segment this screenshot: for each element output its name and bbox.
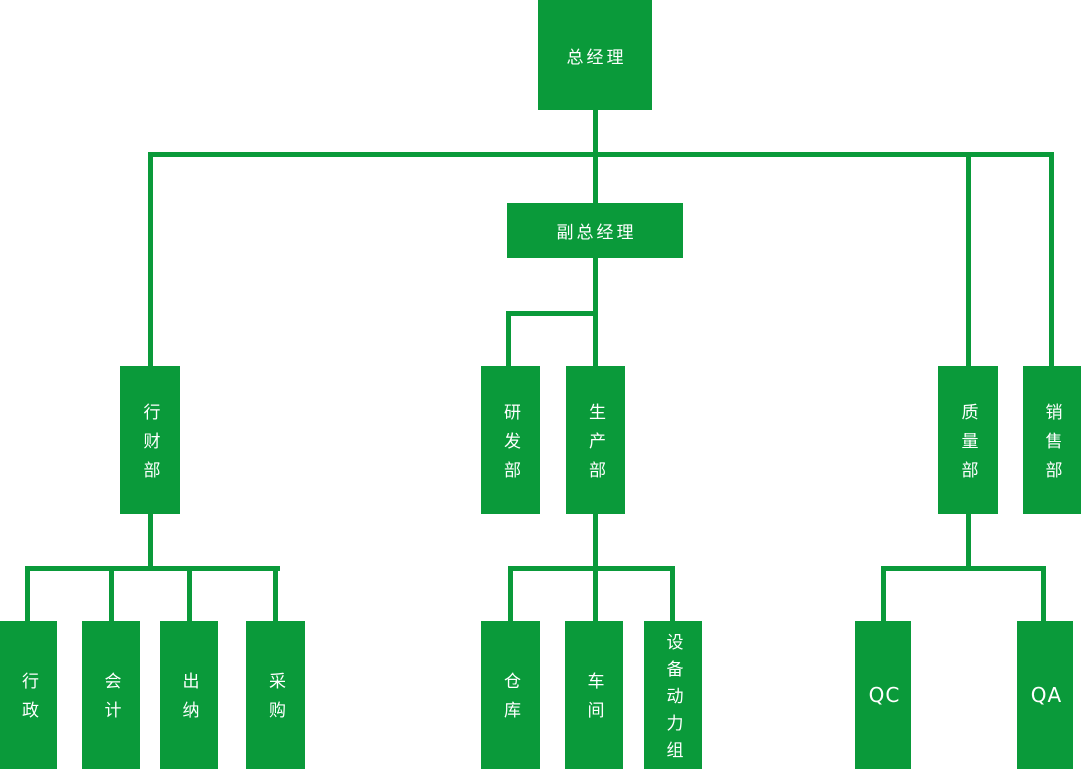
node-rd-dept: 研发部 bbox=[481, 366, 540, 514]
connector-drop-cashier bbox=[187, 566, 192, 621]
connector-drop-finance-admin bbox=[148, 152, 153, 366]
connector-drop-accounting bbox=[109, 566, 114, 621]
connector-drop-qc bbox=[881, 566, 886, 621]
node-accounting: 会计 bbox=[82, 621, 140, 769]
node-general-manager: 总经理 bbox=[538, 0, 652, 110]
connector-finance-horizontal bbox=[25, 566, 280, 571]
node-cashier: 出纳 bbox=[160, 621, 218, 769]
node-workshop: 车间 bbox=[565, 621, 623, 769]
connector-level1-horizontal bbox=[148, 152, 1054, 157]
connector-drop-quality bbox=[966, 152, 971, 366]
connector-drop-admin bbox=[25, 566, 30, 621]
connector-root-stem bbox=[593, 110, 598, 157]
node-quality-dept: 质量部 bbox=[938, 366, 998, 514]
connector-drop-rd bbox=[506, 311, 511, 366]
node-sales-dept: 销售部 bbox=[1023, 366, 1081, 514]
node-procurement: 采购 bbox=[246, 621, 305, 769]
node-admin: 行政 bbox=[0, 621, 57, 769]
connector-quality-horizontal bbox=[881, 566, 1046, 571]
connector-drop-qa bbox=[1041, 566, 1046, 621]
node-qc: QC bbox=[855, 621, 911, 769]
node-qa: QA bbox=[1017, 621, 1073, 769]
connector-quality-stem bbox=[966, 514, 971, 571]
connector-drop-procurement bbox=[273, 566, 278, 621]
connector-drop-equipment bbox=[670, 566, 675, 621]
connector-drop-sales bbox=[1049, 152, 1054, 366]
connector-drop-warehouse bbox=[508, 566, 513, 621]
node-warehouse: 仓库 bbox=[481, 621, 540, 769]
connector-production-horizontal bbox=[508, 566, 675, 571]
connector-finance-stem bbox=[148, 514, 153, 571]
connector-drop-deputy bbox=[593, 152, 598, 203]
node-finance-admin-dept: 行财部 bbox=[120, 366, 180, 514]
node-deputy-general-manager: 副总经理 bbox=[507, 203, 683, 258]
node-production-dept: 生产部 bbox=[566, 366, 625, 514]
node-equipment-power-group: 设备动力组 bbox=[644, 621, 702, 769]
connector-deputy-horizontal bbox=[506, 311, 598, 316]
